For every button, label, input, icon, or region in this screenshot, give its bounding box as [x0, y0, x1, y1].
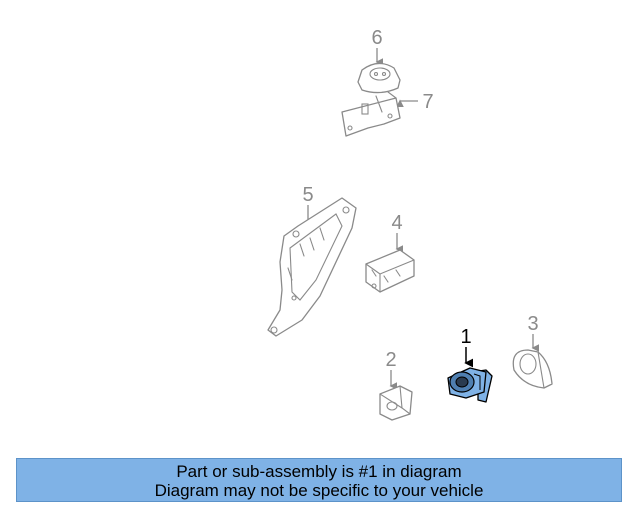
- callout-7: 7: [422, 91, 433, 113]
- callout-3: 3: [527, 313, 538, 335]
- callout-6: 6: [371, 27, 382, 49]
- part-6-sensor[interactable]: 6: [357, 27, 401, 94]
- parts-diagram: 6 7 5 4 1: [267, 27, 553, 421]
- part-4-control-module[interactable]: 4: [365, 212, 415, 293]
- part-2-mounting-clip[interactable]: 2: [379, 349, 413, 421]
- part-7-bracket[interactable]: 7: [341, 91, 434, 137]
- info-banner: Part or sub-assembly is #1 in diagram Di…: [16, 458, 622, 502]
- callout-2: 2: [385, 349, 396, 371]
- part-1-parking-sensor[interactable]: 1: [447, 326, 493, 403]
- part-5-mounting-bracket[interactable]: 5: [267, 184, 357, 337]
- part-3-sensor-holder[interactable]: 3: [512, 313, 553, 389]
- banner-line-2: Diagram may not be specific to your vehi…: [154, 481, 484, 500]
- banner-line-1: Part or sub-assembly is #1 in diagram: [176, 462, 462, 481]
- callout-1: 1: [460, 326, 471, 348]
- callout-4: 4: [391, 212, 402, 234]
- callout-5: 5: [302, 184, 313, 206]
